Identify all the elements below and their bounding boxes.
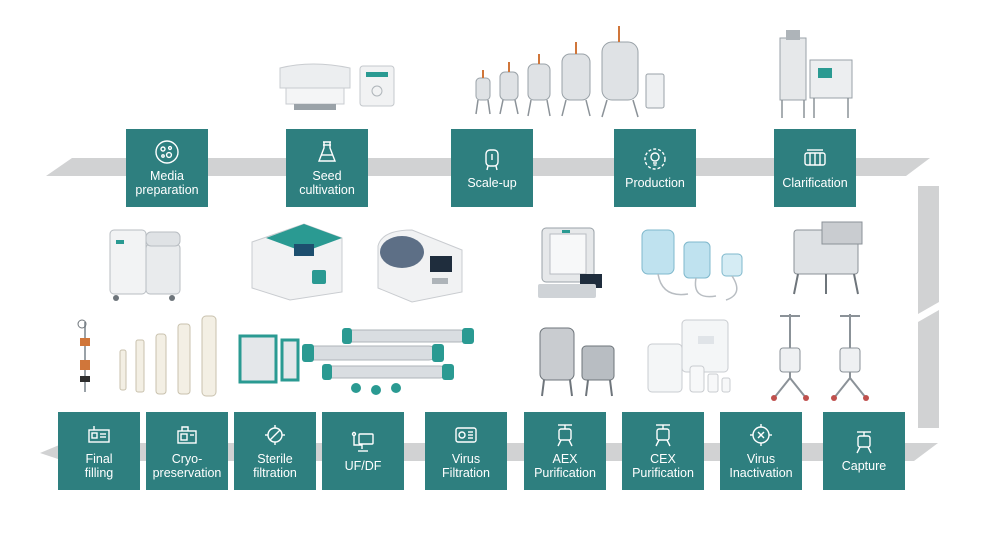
column-icon	[557, 424, 573, 447]
step-label: Scale-up	[467, 176, 517, 190]
single-use-mixer-illustration	[538, 227, 602, 298]
filter-press-icon	[804, 149, 826, 166]
mobile-tank-illustration	[793, 221, 863, 295]
step-final-filling: Final filling	[58, 412, 140, 490]
filling-machine-icon	[88, 426, 110, 443]
right-flow-segment-bottom	[918, 310, 939, 428]
step-sterile-filtration: Sterile filtration	[234, 412, 316, 490]
step-capture: Capture	[823, 412, 905, 490]
uf-df-modules-illustration	[238, 328, 474, 395]
column-icon	[655, 424, 671, 447]
step-virus-inactivation: Virus Inactivation	[720, 412, 802, 490]
step-label: Virus Inactivation	[729, 452, 793, 480]
step-label: UF/DF	[344, 459, 382, 473]
step-cryo-preservation: Cryo- preservation	[146, 412, 228, 490]
step-aex-purification: AEX Purification	[524, 412, 606, 490]
sterile-filter-icon	[265, 425, 285, 445]
step-label: Media preparation	[135, 169, 199, 197]
filling-pump-illustration	[377, 229, 463, 303]
step-label: Capture	[841, 459, 887, 473]
single-use-bags-illustration	[641, 229, 743, 301]
vessel-icon	[485, 149, 499, 171]
gear-bulb-icon	[644, 148, 666, 170]
filter-cartridges-illustration	[119, 315, 217, 397]
step-media-preparation: Media preparation	[126, 129, 208, 207]
peristaltic-pump-illustration	[251, 223, 343, 301]
bioreactor-series-illustration	[475, 26, 665, 118]
step-label: Clarification	[782, 176, 848, 190]
step-seed-cultivation: Seed cultivation	[286, 129, 368, 207]
step-label: Production	[625, 176, 685, 190]
right-flow-segment-top	[918, 186, 939, 314]
flask-icon	[317, 141, 337, 162]
buffer-containers-illustration	[647, 319, 731, 393]
petri-dish-icon	[155, 140, 179, 164]
biosafety-cabinet-illustration	[279, 63, 395, 110]
step-label: Seed cultivation	[299, 169, 355, 197]
stainless-vessels-illustration	[539, 327, 615, 397]
uf-df-system-icon	[351, 431, 374, 452]
step-label: Virus Filtration	[442, 452, 490, 480]
freezer-icon	[177, 426, 197, 444]
step-production: Production	[614, 129, 696, 207]
step-scale-up: Scale-up	[451, 129, 533, 207]
clarification-skid-illustration	[779, 30, 853, 118]
step-label: CEX Purification	[632, 452, 694, 480]
step-uf-df: UF/DF	[322, 412, 404, 490]
step-label: Final filling	[84, 452, 114, 480]
step-label: Sterile filtration	[253, 452, 297, 480]
step-label: Cryo- preservation	[152, 452, 222, 480]
filling-line-illustration	[77, 319, 90, 392]
cryo-storage-tank-illustration	[109, 229, 181, 301]
step-cex-purification: CEX Purification	[622, 412, 704, 490]
step-clarification: Clarification	[774, 129, 856, 207]
step-virus-filtration: Virus Filtration	[425, 412, 507, 490]
column-icon	[856, 431, 872, 454]
step-label: AEX Purification	[534, 452, 596, 480]
virus-filter-icon	[455, 427, 477, 443]
chromatography-columns-illustration	[771, 314, 869, 401]
virus-x-icon	[750, 424, 772, 446]
